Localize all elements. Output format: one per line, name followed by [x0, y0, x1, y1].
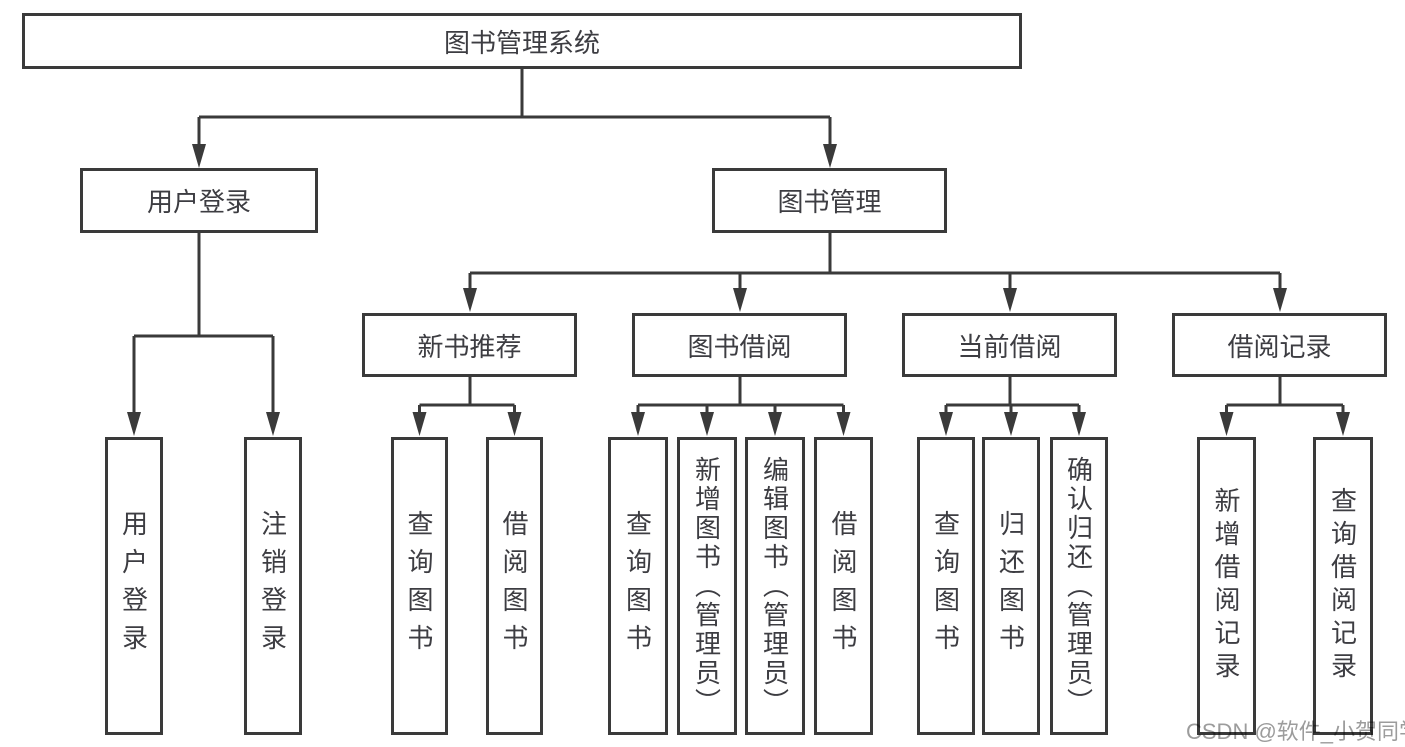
leaf-user-login: 用户登录 [105, 437, 163, 735]
node-borrowing-records: 借阅记录 [1172, 313, 1387, 377]
node-book-management: 图书管理 [712, 168, 947, 233]
leaf-add-books-admin: 新增图书（管理员） [677, 437, 737, 735]
leaf-recommend-borrow-books: 借阅图书 [486, 437, 543, 735]
csdn-watermark: CSDN @软件_小贺同学 [1186, 719, 1405, 744]
node-user-login: 用户登录 [80, 168, 318, 233]
node-book-borrowing: 图书借阅 [632, 313, 847, 377]
leaf-logout: 注销登录 [244, 437, 302, 735]
leaf-recommend-query-books: 查询图书 [391, 437, 448, 735]
leaf-edit-books-admin: 编辑图书（管理员） [745, 437, 805, 735]
leaf-borrowing-query-books: 查询图书 [608, 437, 668, 735]
node-library-management-system: 图书管理系统 [22, 13, 1022, 69]
leaf-current-query-books: 查询图书 [917, 437, 975, 735]
leaf-query-borrow-record: 查询借阅记录 [1313, 437, 1373, 735]
connector-paths [132, 69, 1345, 418]
leaf-add-borrow-record: 新增借阅记录 [1197, 437, 1256, 735]
node-current-borrowing: 当前借阅 [902, 313, 1117, 377]
leaf-confirm-return-admin: 确认归还（管理员） [1050, 437, 1108, 735]
leaf-borrow-books: 借阅图书 [814, 437, 873, 735]
node-new-book-recommend: 新书推荐 [362, 313, 577, 377]
arrowheads [127, 144, 1350, 436]
leaf-return-books: 归还图书 [982, 437, 1040, 735]
